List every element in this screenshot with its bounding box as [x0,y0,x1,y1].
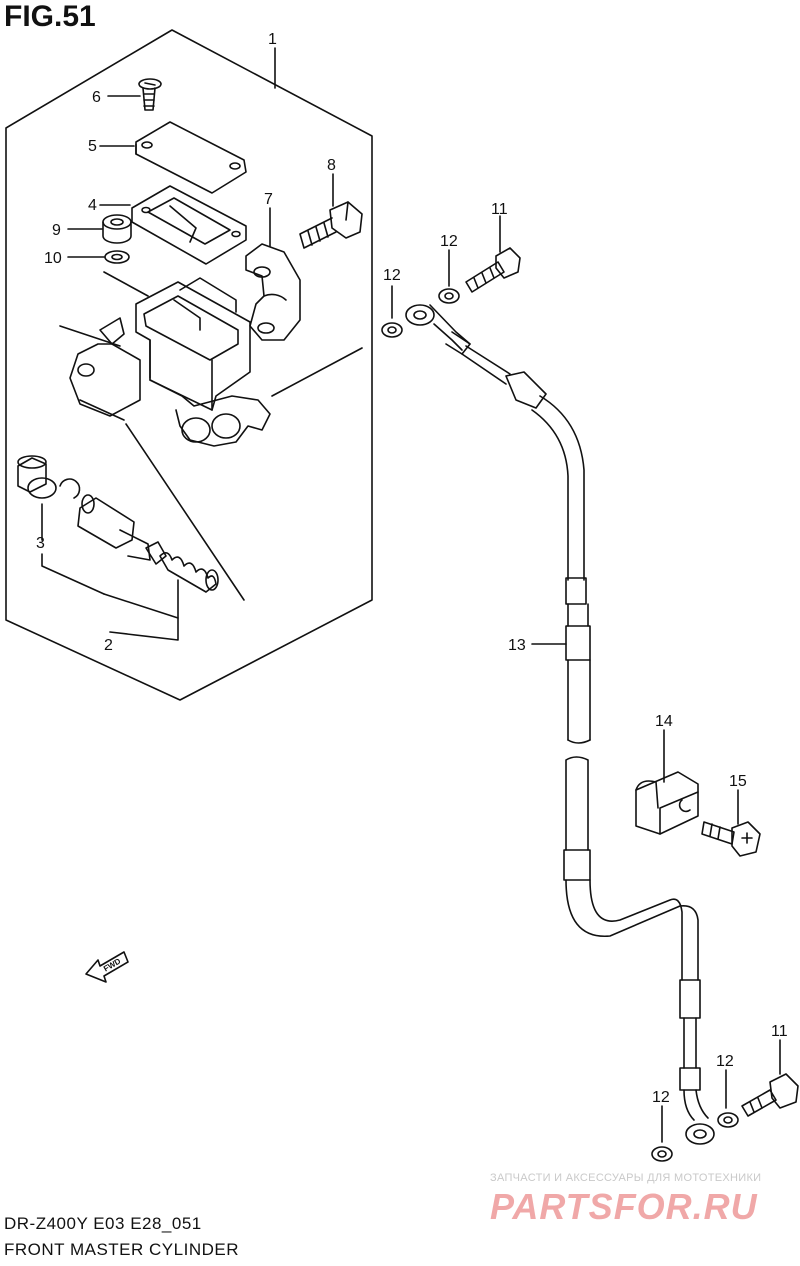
brake-hose-part-13 [405,304,715,1145]
callout-10: 10 [44,250,62,267]
callout-7: 7 [264,191,273,208]
cap-part-5 [135,121,247,194]
washer-part-10 [104,250,130,264]
callout-11-upper: 11 [491,201,508,218]
banjo-bolt-11-lower [741,1073,799,1117]
watermark-logo: PARTSFOR.RU [490,1186,758,1227]
callout-8: 8 [327,157,336,174]
bracket-3 [41,553,105,595]
callout-12-lower-left: 12 [652,1089,670,1106]
clamp-part-7 [245,243,301,341]
watermark-tagline: ЗАПЧАСТИ И АКСЕССУАРЫ ДЛЯ МОТОТЕХНИКИ [490,1172,762,1184]
callout-1: 1 [268,31,277,48]
callout-12-upper-right: 12 [440,233,458,250]
screw-part-6 [138,78,162,111]
piston-kit-part-2 [17,325,245,601]
callout-5: 5 [88,138,97,155]
fwd-arrow-icon [85,951,129,983]
callout-2: 2 [104,637,113,654]
bracket-2 [103,593,179,641]
banjo-bolt-11-upper [465,247,521,293]
mount-line-upper [103,271,149,297]
diaphragm-part-4 [131,185,247,265]
callout-12-upper-left: 12 [383,267,401,284]
clip-part-14 [635,771,699,835]
washer-12-upper-left [381,322,403,338]
assembly-outline [5,29,373,701]
callout-11-lower: 11 [771,1023,788,1040]
bolt-part-8 [299,201,363,249]
callout-4: 4 [88,197,97,214]
master-cylinder-body [69,277,271,447]
callout-15: 15 [729,773,747,790]
mount-line-lower [271,347,363,397]
callout-12-lower-right: 12 [716,1053,734,1070]
model-code: DR-Z400Y E03 E28_051 [4,1214,202,1233]
callout-3: 3 [36,535,45,552]
washer-12-lower-left [651,1146,673,1162]
figure-name: FRONT MASTER CYLINDER [4,1240,239,1259]
figure-title: FIG.51 [4,0,96,33]
boot-part-9 [102,214,132,244]
callout-9: 9 [52,222,61,239]
callout-13: 13 [508,637,526,654]
callout-14: 14 [655,713,673,730]
callout-6: 6 [92,89,101,106]
washer-12-upper-right [438,288,460,304]
bolt-part-15 [701,821,761,857]
washer-12-lower-right [717,1112,739,1128]
